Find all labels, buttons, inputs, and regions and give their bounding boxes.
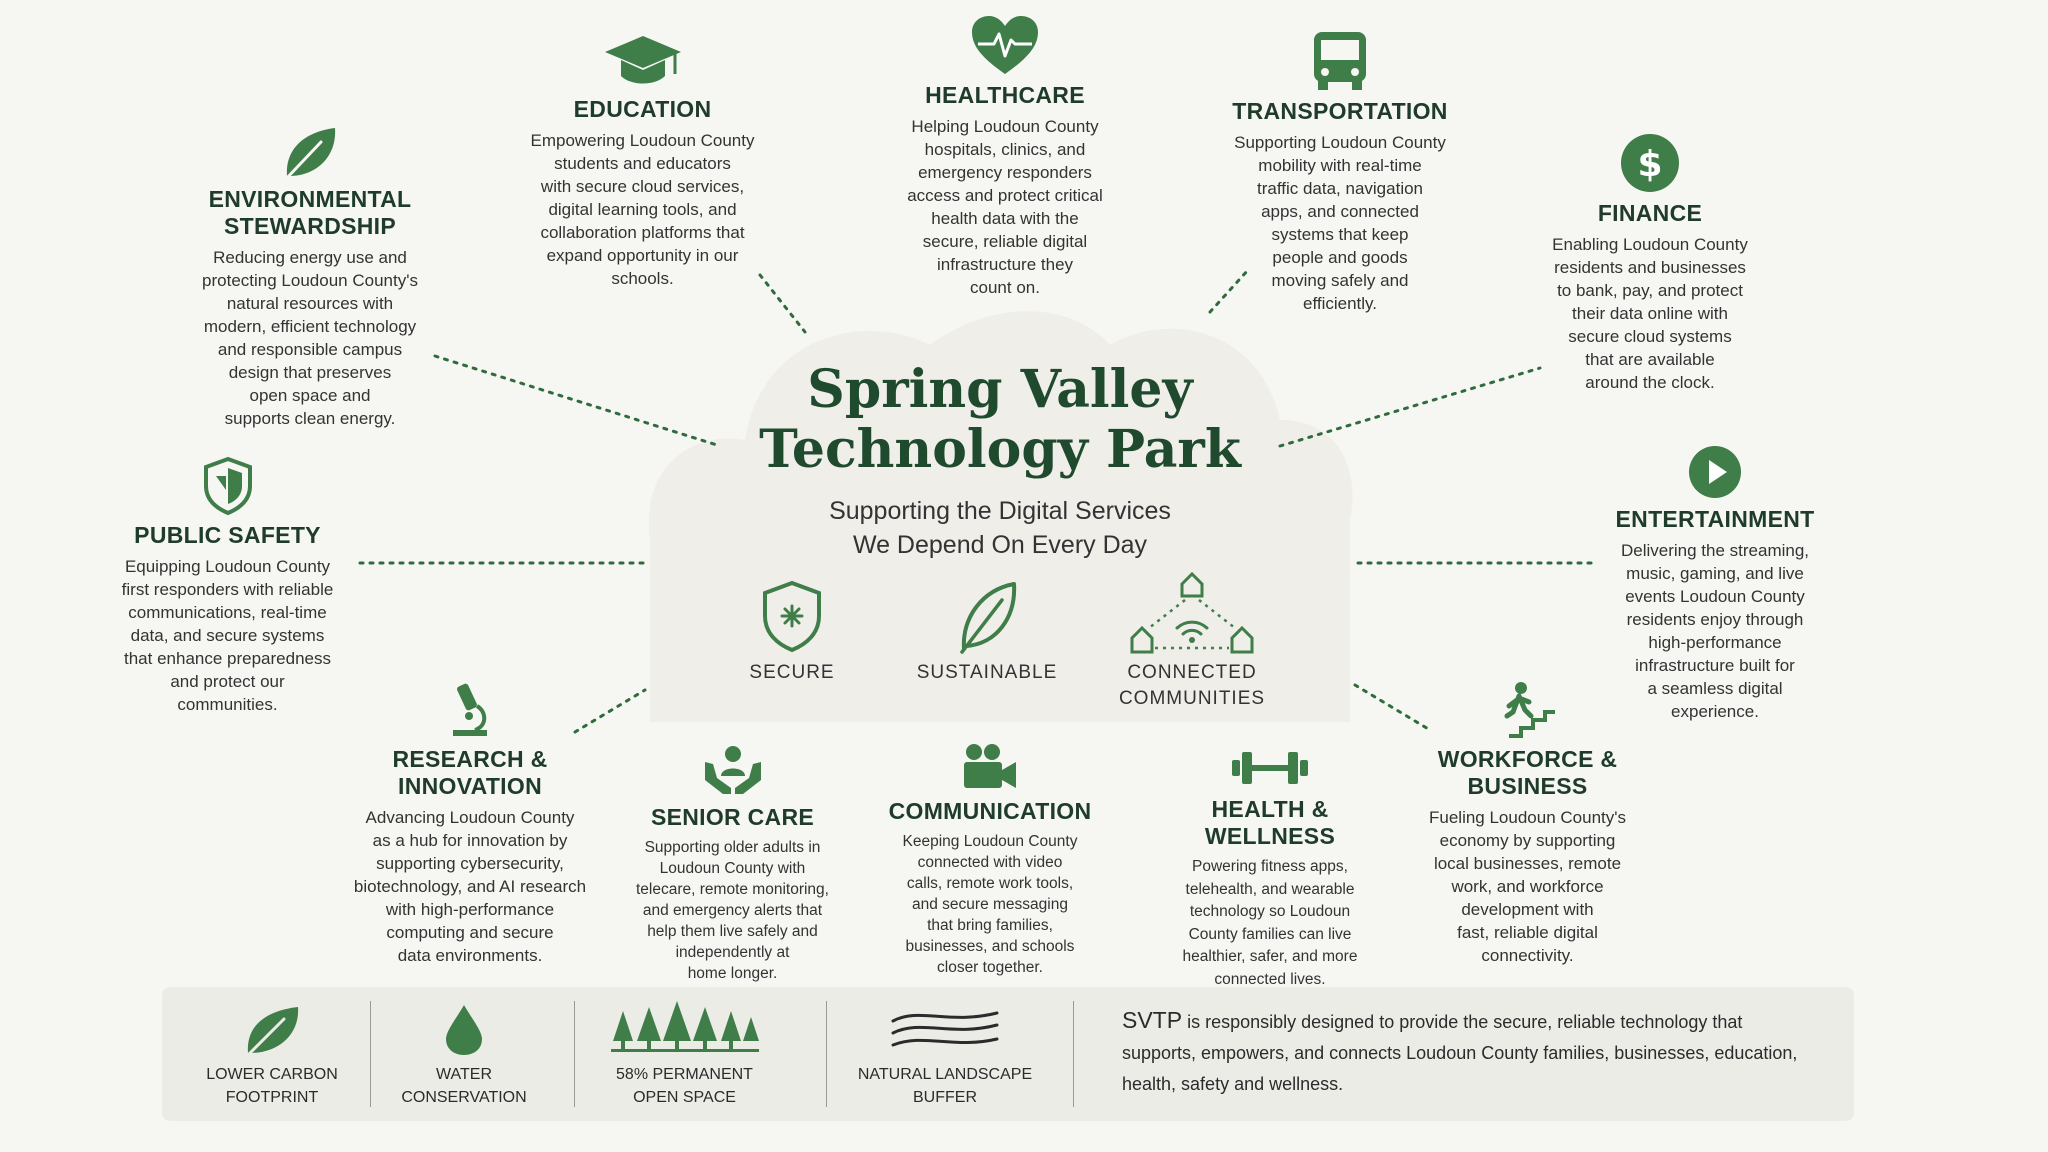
water-drop-icon — [446, 1005, 482, 1055]
connector-finance — [1278, 366, 1542, 448]
landscape-waves-icon — [891, 1011, 999, 1047]
connector-transportation — [1208, 268, 1250, 314]
sector-title: FINANCE — [1597, 200, 1703, 226]
connector-workforce — [1353, 683, 1432, 732]
sector-title: PUBLIC SAFETY — [134, 522, 321, 548]
leaf-icon — [244, 1007, 299, 1057]
trees-icon — [611, 1001, 759, 1052]
sector-title: SENIOR CARE — [650, 804, 815, 830]
sector-title: RESEARCH & INNOVATION — [392, 746, 548, 799]
sector-entertainment: ENTERTAINMENT Delivering the streaming,m… — [1600, 444, 1830, 723]
cloud-shape — [648, 311, 1353, 722]
sector-description: Delivering the streaming,music, gaming, … — [1620, 541, 1810, 721]
sector-title: HEALTHCARE — [925, 82, 1085, 108]
sector-title: ENTERTAINMENT — [1615, 506, 1815, 532]
dumbbell-icon — [1232, 752, 1308, 784]
svg-text:$: $ — [1637, 144, 1662, 185]
sector-workforce-business: WORKFORCE & BUSINESS Fueling Loudoun Cou… — [1410, 680, 1645, 967]
connector-research — [573, 688, 647, 734]
leaf-icon — [960, 582, 1017, 654]
sector-transportation: TRANSPORTATION Supporting Loudoun County… — [1210, 30, 1470, 315]
sector-title: WORKFORCE & BUSINESS — [1437, 746, 1618, 799]
play-icon — [1689, 446, 1741, 498]
dollar-icon: $ — [1621, 134, 1679, 192]
sector-health-wellness: HEALTH & WELLNESS Powering fitness apps,… — [1155, 746, 1385, 991]
footer-divider — [1073, 1001, 1074, 1107]
footer-divider — [370, 1001, 371, 1107]
shield-icon — [763, 580, 821, 653]
stairs-climber-icon — [1504, 682, 1555, 738]
network-houses-icon — [1130, 571, 1254, 654]
sector-title: TRANSPORTATION — [1232, 98, 1448, 124]
sector-title: HEALTH & WELLNESS — [1204, 796, 1336, 849]
sector-title: COMMUNICATION — [888, 798, 1092, 824]
footer-divider — [826, 1001, 827, 1107]
page-title: Spring Valley Technology Park — [759, 359, 1241, 480]
shield-icon — [203, 456, 252, 516]
footer-statement: SVTP is responsibly designed to provide … — [1122, 1007, 1798, 1094]
sector-description: Powering fitness apps,telehealth, and we… — [1182, 858, 1358, 988]
care-hands-icon — [704, 746, 761, 794]
pillar-connected-communities: CONNECTED COMMUNITIES — [1110, 566, 1274, 712]
microscope-icon — [453, 683, 487, 736]
page-subtitle: Supporting the Digital Services We Depen… — [829, 497, 1171, 559]
sector-research-innovation: RESEARCH & INNOVATION Advancing Loudoun … — [320, 680, 620, 967]
statement-brand: SVTP — [1122, 1007, 1183, 1033]
connector-education — [758, 273, 807, 334]
pillar-secure: SECURE — [730, 578, 854, 686]
bus-icon — [1314, 32, 1366, 90]
footer-divider — [574, 1001, 575, 1107]
graduation-cap-icon — [604, 36, 681, 84]
heart-pulse-icon — [972, 16, 1038, 74]
sector-title: EDUCATION — [573, 96, 712, 122]
leaf-icon — [283, 128, 336, 180]
video-camera-icon — [964, 744, 1016, 788]
pillar-sustainable: SUSTAINABLE — [912, 578, 1062, 686]
connector-environment — [433, 354, 722, 448]
